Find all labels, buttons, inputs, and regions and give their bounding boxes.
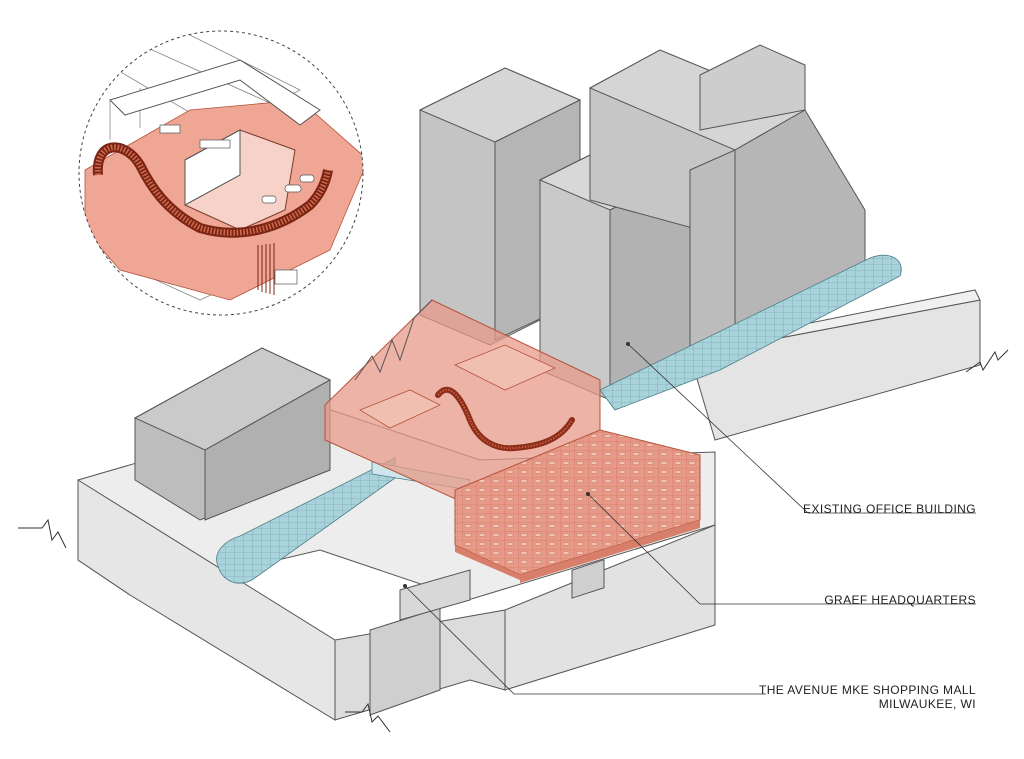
break-line-icon [18,349,1009,733]
detail-magnifier-view [78,30,364,316]
leader-office [627,343,809,514]
label-avenue-mke-mall: THE AVENUE MKE SHOPPING MALL MILWAUKEE, … [759,683,976,711]
leader-graef [587,493,701,605]
graef-headquarters [324,299,701,583]
leader-mall [404,585,515,695]
callout-leaders [403,342,976,695]
label-mall-line2: MILWAUKEE, WI [878,697,976,711]
label-existing-office-building: EXISTING OFFICE BUILDING [803,502,976,516]
label-mall-line1: THE AVENUE MKE SHOPPING MALL [758,683,976,697]
adjacent-building-left [133,347,332,521]
label-graef-headquarters: GRAEF HEADQUARTERS [824,593,976,607]
